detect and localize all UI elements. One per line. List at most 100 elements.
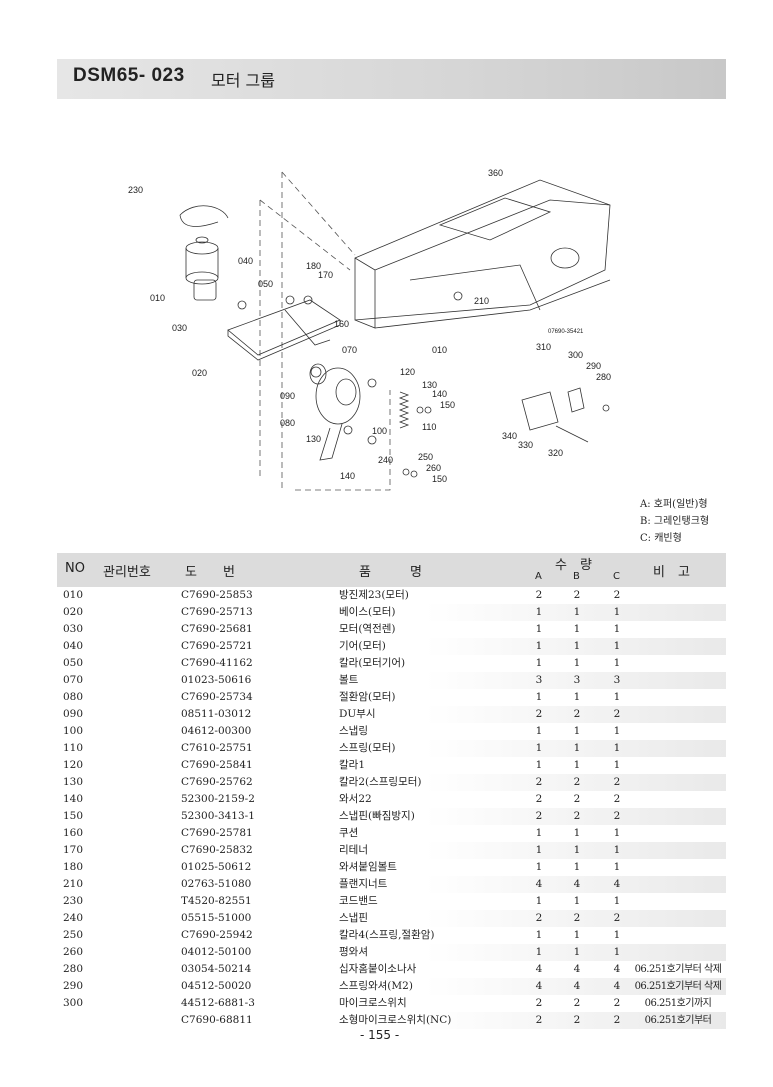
cell-b: 1 [573,827,581,839]
cell-dwg: C7690-25832 [181,844,253,856]
cell-dwg: 52300-2159-2 [181,793,255,805]
cell-no: 050 [63,657,84,669]
cell-no: 020 [63,606,84,618]
cell-no: 290 [63,980,84,992]
cell-dwg: C7690-25841 [181,759,253,771]
cell-a: 1 [535,895,543,907]
cell-name: 칼라4(스프링,절환암) [339,929,435,941]
part-labels: 230 360 040 180 170 050 210 010 030 160 … [128,168,611,484]
cell-b: 2 [573,810,581,822]
cell-dwg: C7610-25751 [181,742,253,754]
cell-dwg: 01023-50616 [181,674,252,686]
cell-a: 1 [535,606,543,618]
cell-b: 2 [573,793,581,805]
header-note: 비 고 [653,565,690,580]
cell-a: 1 [535,827,543,839]
cell-c: 2 [613,708,621,720]
cell-name: 칼라2(스프링모터) [339,776,422,788]
cell-name: 스프링(모터) [339,742,396,754]
header-dwg: 도 번 [185,565,235,580]
cell-a: 4 [535,878,543,890]
cell-name: 와셔붙임볼트 [339,861,397,873]
dashed-guide-lines [259,171,391,491]
variant-legend: A: 호퍼(일반)형 B: 그레인탱크형 C: 캐빈형 [640,496,709,547]
cell-c: 1 [613,861,621,873]
cell-dwg: 03054-50214 [181,963,252,975]
cell-dwg: C7690-25781 [181,827,253,839]
cell-a: 2 [535,810,543,822]
cell-c: 1 [613,725,621,737]
cell-name: 스냅링 [339,725,368,737]
cell-name: 절환암(모터) [339,691,396,703]
cell-c: 4 [613,963,621,975]
legend-c: C: 캐빈형 [640,533,682,544]
cell-c: 2 [613,793,621,805]
cell-c: 2 [613,589,621,601]
cell-a: 1 [535,691,543,703]
cell-c: 1 [613,895,621,907]
cell-name: 평와셔 [339,946,368,958]
cell-a: 2 [535,912,543,924]
cell-a: 1 [535,759,543,771]
cell-a: 2 [535,708,543,720]
cell-note: 06.251호기까지 [644,998,712,1009]
frame-box-drawing [354,179,611,329]
cell-a: 2 [535,776,543,788]
cell-dwg: C7690-41162 [181,657,253,669]
cell-b: 4 [573,878,581,890]
cell-name: 칼라1 [339,759,366,771]
cell-name: 베이스(모터) [339,606,396,618]
cell-c: 2 [613,776,621,788]
cell-dwg: 05515-51000 [181,912,252,924]
cell-a: 2 [535,589,543,601]
label-340: 340 [502,431,517,441]
cell-b: 1 [573,759,581,771]
cell-b: 1 [573,606,581,618]
cell-c: 2 [613,1014,621,1026]
label-050: 050 [258,279,273,289]
cell-no: 130 [63,776,84,788]
cell-no: 110 [63,742,84,754]
cell-dwg: 01025-50612 [181,861,252,873]
cell-c: 3 [613,674,621,686]
cell-no: 260 [63,946,84,958]
cell-b: 1 [573,946,581,958]
label-120: 120 [400,367,415,377]
cell-c: 1 [613,844,621,856]
cell-b: 3 [573,674,581,686]
cell-no: 070 [63,674,84,686]
label-160: 160 [334,319,349,329]
cell-name: 마이크로스위치 [339,997,407,1009]
label-090: 090 [280,391,295,401]
cell-name: 칼라(모터기어) [339,657,406,669]
cell-name: 코드밴드 [339,895,378,907]
cell-b: 1 [573,861,581,873]
label-290: 290 [586,361,601,371]
cell-a: 1 [535,844,543,856]
cell-b: 1 [573,725,581,737]
label-180: 180 [306,261,321,271]
cell-c: 1 [613,606,621,618]
cell-dwg: 08511-03012 [181,708,252,720]
label-310: 310 [536,342,551,352]
switch-arm-drawing [309,363,361,461]
cell-dwg: 44512-6881-3 [181,997,255,1009]
cell-dwg: C7690-25734 [181,691,253,703]
cell-c: 1 [613,640,621,652]
label-280: 280 [596,372,611,382]
cell-name: 쿠션 [339,827,359,839]
label-040: 040 [238,256,253,266]
cell-c: 1 [613,929,621,941]
